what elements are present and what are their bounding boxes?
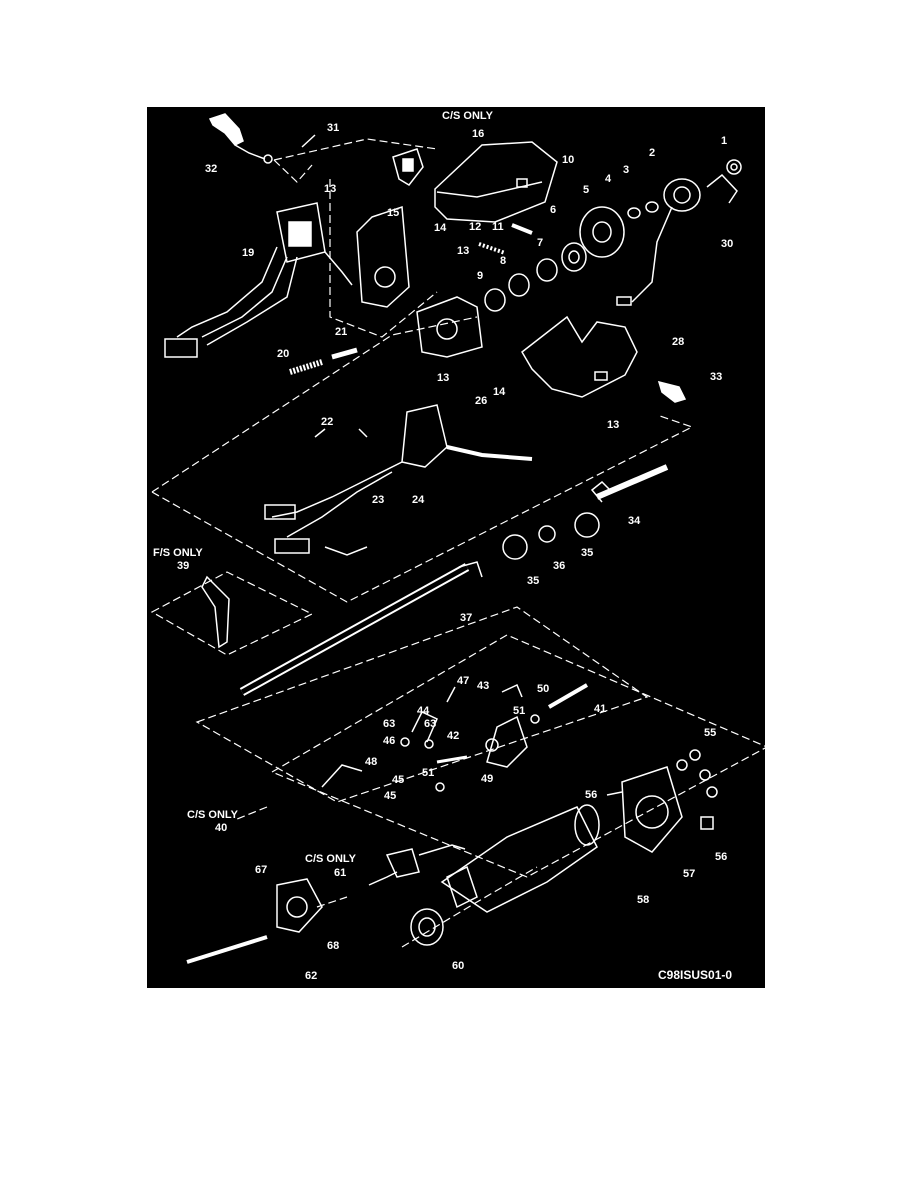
callout-14-b: 14 [493,386,506,398]
figure-code: C98ISUS01-0 [658,968,733,982]
callout-3: 3 [623,164,630,176]
callout-22: 22 [321,416,334,428]
callout-1: 1 [721,135,728,147]
callout-48: 48 [365,756,378,768]
part-34-upper-shaft [590,464,669,503]
callout-24: 24 [412,494,425,506]
callout-9: 9 [477,270,484,282]
callout-43: 43 [477,680,490,692]
callout-39: 39 [177,560,190,572]
part-58-jacket [440,804,600,913]
callout-19: 19 [242,247,255,259]
callout-46: 46 [383,735,396,747]
callout-5: 5 [583,184,590,196]
part-39-bracket [201,575,230,649]
multifunction-lever [208,113,316,164]
callout-55: 55 [704,727,717,739]
callout-33: 33 [710,371,723,383]
callout-56-a: 56 [585,789,598,801]
note-cs-only-61: C/S ONLY [305,853,356,865]
callout-12: 12 [469,221,482,233]
callout-35-a: 35 [527,575,540,587]
callout-13-c: 13 [437,372,450,384]
note-fs-only: F/S ONLY [153,547,203,559]
callout-21: 21 [335,326,348,338]
callout-16: 16 [472,128,485,140]
part-16-switch [392,148,424,186]
callout-13-b: 13 [457,245,470,257]
callout-45-b: 45 [384,790,397,802]
callout-60: 60 [452,960,465,972]
exploded-diagram-panel: C/S ONLY F/S ONLY C/S ONLY C/S ONLY 1 2 … [147,107,765,988]
callout-36: 36 [553,560,566,572]
turn-signal-switch-harness [164,202,353,358]
callout-8: 8 [500,255,507,267]
callout-14-a: 14 [434,222,447,234]
callout-45-a: 45 [392,774,405,786]
upper-bearing-stack [579,159,742,306]
callout-32: 32 [205,163,218,175]
spring-and-pin [289,347,358,375]
callout-37: 37 [460,612,473,624]
callout-26: 26 [475,395,488,407]
part-10-upper-cover [434,141,558,223]
callout-11: 11 [492,221,504,233]
callout-28: 28 [672,336,685,348]
callout-56-b: 56 [715,851,728,863]
callout-6: 6 [550,204,557,216]
callout-13-d: 13 [607,419,620,431]
callout-49: 49 [481,773,494,785]
ignition-components [186,844,466,964]
callout-10: 10 [562,154,575,166]
callout-42: 42 [447,730,460,742]
callout-62: 62 [305,970,318,982]
callout-35-b: 35 [581,547,594,559]
callout-57: 57 [683,868,696,880]
callout-30: 30 [721,238,734,250]
callout-47: 47 [457,675,470,687]
callout-68: 68 [327,940,340,952]
callout-67: 67 [255,864,268,876]
callout-61: 61 [334,867,347,879]
note-fs-only-text: F/S ONLY [153,547,203,559]
note-cs-only-text: C/S ONLY [442,110,493,122]
callout-63-a: 63 [383,718,396,730]
part-28-lower-cover [521,315,638,398]
callout-50: 50 [537,683,550,695]
callout-41: 41 [594,703,607,715]
callout-7: 7 [537,237,544,249]
callout-20: 20 [277,348,290,360]
callout-31: 31 [327,122,340,134]
callout-51-b: 51 [422,767,435,779]
note-cs-only-40-text: C/S ONLY [187,809,238,821]
callout-23: 23 [372,494,385,506]
callout-2: 2 [649,147,656,159]
callout-58: 58 [637,894,650,906]
callout-44: 44 [417,705,430,717]
callout-4: 4 [605,173,612,185]
note-cs-only-40: C/S ONLY [187,809,238,821]
lock-mechanism [321,683,589,792]
spheres-and-bearings [502,512,600,560]
group-outlines [150,138,765,948]
part-57-housing [606,749,718,853]
callout-63-b: 63 [424,718,437,730]
part-24-switch-assembly [264,404,533,556]
part-26-housing [356,205,483,358]
part-33-clip [657,380,687,403]
callout-13-a: 13 [324,183,337,195]
steering-column-exploded-view [150,113,765,964]
note-cs-only-top: C/S ONLY [442,110,493,122]
note-cs-only-61-text: C/S ONLY [305,853,356,865]
callout-40: 40 [215,822,228,834]
callout-34: 34 [628,515,641,527]
callout-15: 15 [387,207,400,219]
callout-51-a: 51 [513,705,526,717]
part-37-lower-shaft [239,561,483,696]
shaft-bearings [478,223,587,312]
